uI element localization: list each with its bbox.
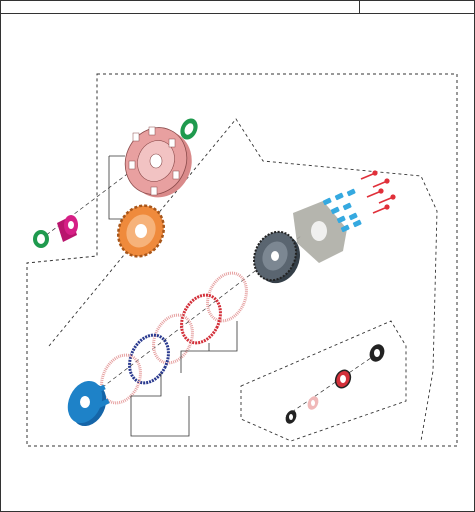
washer-pink	[307, 396, 319, 410]
seal-left	[285, 410, 297, 424]
spring-bolts	[360, 170, 396, 214]
thrust-washer-top	[180, 118, 198, 140]
clutch-springs	[322, 188, 362, 233]
clutch-exploded-diagram	[26, 73, 458, 447]
housing-group-outline	[48, 118, 438, 442]
steel-plate	[206, 271, 248, 323]
spacer-bushing	[57, 215, 78, 242]
clutch-plate-stack	[100, 271, 248, 405]
bearing-axis	[285, 350, 382, 417]
friction-plate-blue	[128, 333, 170, 385]
friction-plate-red	[180, 293, 222, 345]
lifter-plate	[293, 201, 347, 263]
seal-right	[369, 344, 385, 362]
steel-plate	[100, 353, 142, 405]
clutch-housing	[124, 126, 192, 198]
plate-bracket	[130, 321, 238, 437]
steel-plate	[152, 313, 194, 365]
thrust-washer-left	[33, 230, 49, 248]
bearing	[334, 369, 352, 389]
primary-driven-gear	[116, 204, 166, 258]
housing-bracket	[108, 155, 125, 220]
part-number-cell	[360, 1, 474, 13]
kit-boundary-outline	[26, 73, 458, 447]
title-cell	[1, 1, 360, 13]
pressure-plate	[67, 380, 110, 427]
clutch-hub	[253, 230, 300, 284]
title-block	[1, 1, 474, 14]
bearing-group-outline	[240, 320, 407, 442]
